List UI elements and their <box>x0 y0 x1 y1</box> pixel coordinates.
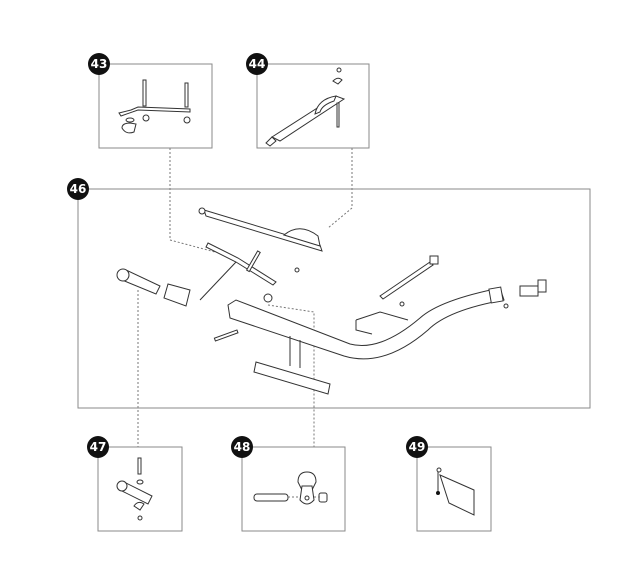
leader-48 <box>267 304 315 447</box>
svg-text:47: 47 <box>90 440 107 454</box>
strap-hardware-44 <box>265 67 346 147</box>
callout-badge-48: 48 <box>231 436 253 458</box>
svg-text:49: 49 <box>409 440 426 454</box>
panel-48 <box>241 446 346 532</box>
bracket-hardware-43 <box>118 79 191 134</box>
callout-badge-46: 46 <box>67 178 89 200</box>
callout-badge-44: 44 <box>246 53 268 75</box>
svg-text:44: 44 <box>249 57 266 71</box>
main-frame-assembly-46 <box>116 207 547 395</box>
panel-43 <box>98 63 213 149</box>
panel-49 <box>416 446 492 532</box>
svg-text:43: 43 <box>91 57 108 71</box>
panel-47 <box>97 446 183 532</box>
leader-lines <box>137 148 353 447</box>
svg-text:48: 48 <box>234 440 251 454</box>
leader-43 <box>169 148 216 253</box>
d-ring-hardware-48 <box>253 471 328 505</box>
grip-hardware-47 <box>116 457 153 521</box>
callout-badge-49: 49 <box>406 436 428 458</box>
callout-badge-47: 47 <box>87 436 109 458</box>
svg-text:46: 46 <box>70 182 87 196</box>
leader-44 <box>327 148 353 229</box>
flag-49 <box>436 467 475 516</box>
panel-44 <box>256 63 370 149</box>
panel-46 <box>77 188 591 409</box>
callout-badge-43: 43 <box>88 53 110 75</box>
